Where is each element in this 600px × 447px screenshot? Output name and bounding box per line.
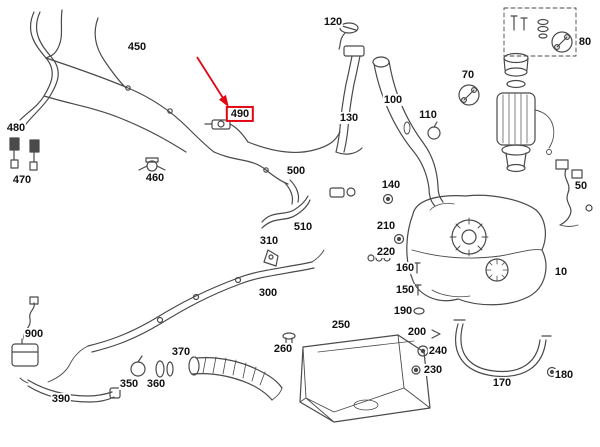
part-label-470: 470 <box>11 173 33 187</box>
wrench-icon <box>551 31 573 53</box>
hose-510 <box>261 195 311 229</box>
part-label-130: 130 <box>338 111 360 125</box>
part-label-120: 120 <box>322 15 344 29</box>
part-label-360: 360 <box>145 377 167 391</box>
clamp-110 <box>427 121 441 140</box>
valve-140 <box>329 187 394 205</box>
part-label-140: 140 <box>380 178 402 192</box>
hose-390 <box>19 377 121 403</box>
part-label-180: 180 <box>553 368 575 382</box>
hose-500 <box>283 179 300 205</box>
part-label-390: 390 <box>50 392 72 406</box>
part-label-150: 150 <box>394 283 416 297</box>
corrugated-hose-370 <box>188 356 283 401</box>
service-parts-80 <box>503 7 577 57</box>
wrench-icon <box>458 84 480 106</box>
part-label-190: 190 <box>392 304 414 318</box>
part-label-450: 450 <box>126 40 148 54</box>
part-label-370: 370 <box>170 345 192 359</box>
heat-shield-250 <box>299 334 431 423</box>
part-label-220: 220 <box>375 245 397 259</box>
part-label-160: 160 <box>394 261 416 275</box>
part-label-510: 510 <box>292 220 314 234</box>
wiring-harness-50 <box>555 159 593 227</box>
part-label-250: 250 <box>330 318 352 332</box>
part-label-240: 240 <box>427 344 449 358</box>
part-label-50: 50 <box>573 179 589 193</box>
tank-strap-170 <box>453 319 552 378</box>
part-label-300: 300 <box>257 286 279 300</box>
pointer-arrow <box>196 56 229 108</box>
fuel-tank-10 <box>406 194 547 306</box>
part-label-490: 490 <box>225 105 255 123</box>
part-label-170: 170 <box>491 376 513 390</box>
part-label-70: 70 <box>460 68 476 82</box>
clamps-350-360 <box>130 355 174 378</box>
filler-neck-130 <box>335 45 365 155</box>
fuel-line-300 <box>47 249 325 383</box>
bracket-310 <box>263 249 279 267</box>
connectors-480-470 <box>9 137 40 171</box>
module-900 <box>11 296 39 367</box>
part-label-230: 230 <box>422 363 444 377</box>
part-label-480: 480 <box>5 121 27 135</box>
valve-460 <box>138 157 166 172</box>
part-label-110: 110 <box>418 108 438 122</box>
part-label-350: 350 <box>118 377 140 391</box>
part-label-100: 100 <box>382 93 404 107</box>
part-label-260: 260 <box>272 342 294 356</box>
part-label-210: 210 <box>375 219 397 233</box>
part-label-310: 310 <box>258 234 280 248</box>
fuel-line-center <box>213 131 341 185</box>
fuel-lines-450 <box>19 9 215 153</box>
part-label-900: 900 <box>23 327 45 341</box>
fuel-filter-70 <box>458 52 555 173</box>
part-label-460: 460 <box>144 171 166 185</box>
part-label-500: 500 <box>285 164 307 178</box>
part-label-200: 200 <box>406 325 428 339</box>
pump-490 <box>204 119 249 143</box>
part-label-80: 80 <box>577 35 593 49</box>
part-label-10: 10 <box>553 265 569 279</box>
